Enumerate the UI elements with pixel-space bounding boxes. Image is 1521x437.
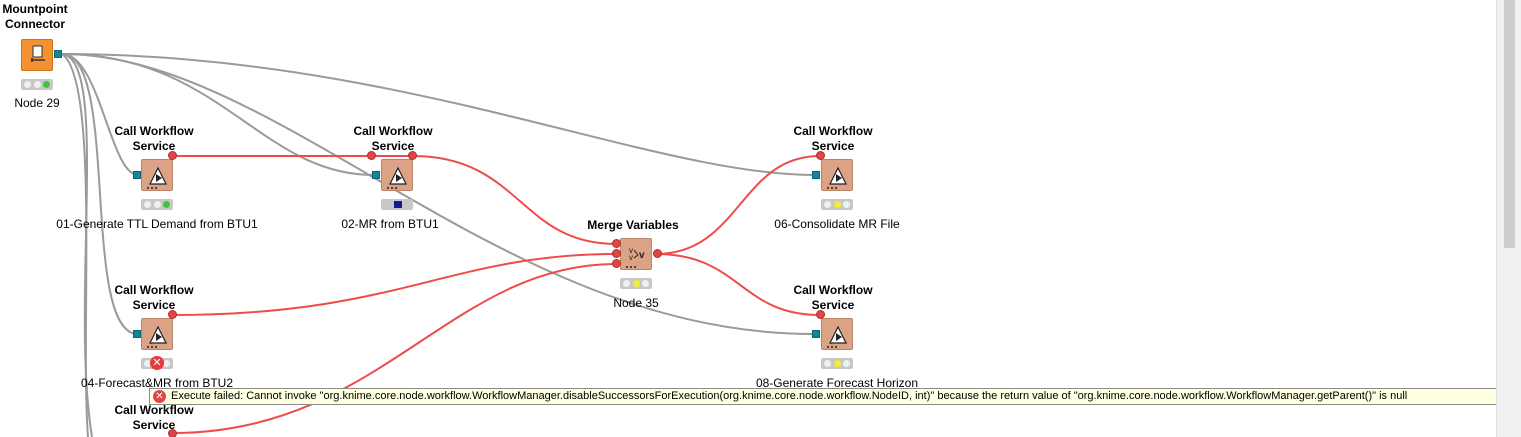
node-01-in-port[interactable] [133, 171, 141, 179]
node-title-text: Merge Variables [587, 218, 679, 232]
node-02-progress [381, 199, 413, 210]
call-workflow-service-node-02[interactable] [381, 159, 413, 191]
node-01-status-lights [141, 199, 173, 210]
node-04-label[interactable]: 04-Forecast&MR from BTU2 [80, 376, 234, 390]
node-35-var-in-port-3[interactable] [612, 259, 621, 268]
workflow-service-icon [147, 325, 167, 348]
node-02-label[interactable]: 02-MR from BTU1 [341, 217, 439, 231]
node-08-in-port[interactable] [812, 330, 820, 338]
node-title-text: Call Workflow Service [114, 403, 194, 432]
mountpoint-icon [31, 45, 45, 62]
svg-text:v: v [629, 246, 633, 255]
svg-text:v: v [639, 250, 645, 261]
connection-data[interactable] [61, 53, 815, 176]
connection-variable[interactable] [172, 253, 617, 316]
node-08-var-in-port[interactable] [816, 310, 825, 319]
node-35-title: Merge Variables [563, 218, 703, 233]
node-title-text: Call Workflow Service [793, 124, 873, 153]
vertical-scrollbar[interactable] [1496, 0, 1521, 437]
node-35-var-out-port[interactable] [653, 249, 662, 258]
connection-variable[interactable] [412, 155, 617, 245]
connection-data[interactable] [61, 53, 815, 335]
workflow-service-icon [827, 325, 847, 348]
node-02-in-port[interactable] [372, 171, 380, 179]
node-35-status-lights [620, 278, 652, 289]
node-06-status-lights [821, 199, 853, 210]
node-title-text: Call Workflow Service [114, 124, 194, 153]
error-icon: ✕ [150, 356, 164, 370]
workflow-service-icon [147, 166, 167, 189]
node-29-title: Mountpoint Connector [0, 2, 105, 32]
node-08-title: Call Workflow Service [763, 283, 903, 313]
node-title-text: Mountpoint Connector [2, 2, 68, 31]
call-workflow-service-node-06[interactable] [821, 159, 853, 191]
node-35-var-in-port-1[interactable] [612, 239, 621, 248]
node-title-text: Call Workflow Service [114, 283, 194, 312]
connection-variable[interactable] [655, 253, 821, 316]
node-08-status-lights [821, 358, 853, 369]
node-06-label[interactable]: 06-Consolidate MR File [774, 217, 900, 231]
mountpoint-connector-node[interactable] [21, 39, 53, 71]
call-workflow-service-node-01[interactable] [141, 159, 173, 191]
merge-variables-node[interactable]: v v v [620, 238, 652, 270]
node-08-label[interactable]: 08-Generate Forecast Horizon [755, 376, 919, 390]
node-35-var-in-port-2[interactable] [612, 249, 621, 258]
node-29-status-lights [21, 79, 53, 90]
connection-data[interactable] [61, 53, 139, 335]
node-04-title: Call Workflow Service [84, 283, 224, 313]
node-09-title: Call Workflow Service [84, 403, 224, 433]
error-tooltip-text: Execute failed: Cannot invoke "org.knime… [171, 390, 1408, 402]
node-title-text: Call Workflow Service [793, 283, 873, 312]
node-09-var-out-port[interactable] [168, 429, 177, 437]
node-06-in-port[interactable] [812, 171, 820, 179]
error-tooltip: ✕ Execute failed: Cannot invoke "org.kni… [149, 388, 1496, 405]
node-35-label[interactable]: Node 35 [613, 296, 659, 310]
node-06-title: Call Workflow Service [763, 124, 903, 154]
node-04-in-port[interactable] [133, 330, 141, 338]
node-06-var-in-port[interactable] [816, 151, 825, 160]
connection-variable[interactable] [172, 263, 617, 434]
connection-variable[interactable] [655, 155, 821, 255]
node-02-title: Call Workflow Service [323, 124, 463, 154]
node-title-text: Call Workflow Service [353, 124, 433, 153]
node-01-title: Call Workflow Service [84, 124, 224, 154]
node-01-label[interactable]: 01-Generate TTL Demand from BTU1 [56, 217, 258, 231]
node-02-var-out-port[interactable] [408, 151, 417, 160]
error-icon: ✕ [153, 390, 166, 403]
node-01-var-out-port[interactable] [168, 151, 177, 160]
node-04-status-lights: ✕ [141, 356, 173, 370]
merge-variables-icon: v v v [626, 246, 645, 268]
call-workflow-service-node-08[interactable] [821, 318, 853, 350]
node-02-var-in-port[interactable] [367, 151, 376, 160]
node-04-var-out-port[interactable] [168, 310, 177, 319]
connection-data[interactable] [61, 53, 89, 437]
call-workflow-service-node-04[interactable] [141, 318, 173, 350]
workflow-service-icon [827, 166, 847, 189]
svg-text:v: v [629, 253, 633, 262]
node-29-label[interactable]: Node 29 [14, 96, 60, 110]
node-29-out-port[interactable] [54, 50, 62, 58]
scrollbar-thumb[interactable] [1504, 0, 1515, 248]
workflow-service-icon [387, 166, 407, 189]
